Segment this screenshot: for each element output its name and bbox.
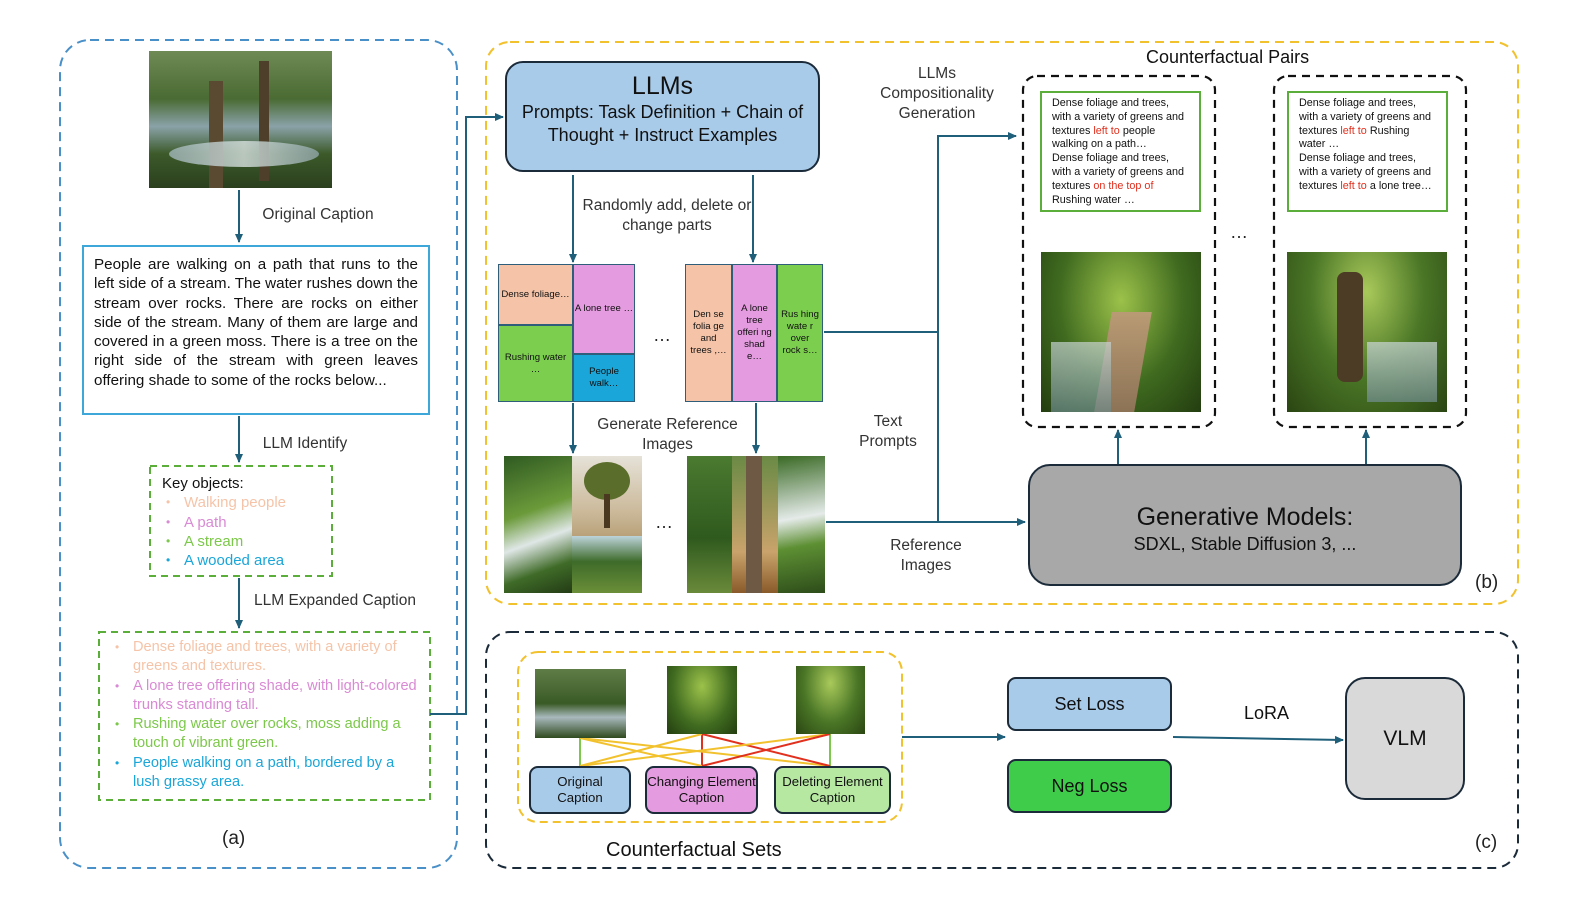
ref-image-rapids: [778, 456, 825, 593]
pair1-caption-box: Dense foliage and trees, with a variety …: [1040, 91, 1201, 212]
reference-images-label: Reference Images: [890, 537, 962, 574]
deleting-caption-chip: Deleting Element Caption: [774, 766, 891, 814]
expanded-item: Rushing water over rocks, moss adding a …: [111, 715, 421, 754]
pair2-red-a: left to: [1340, 124, 1367, 137]
original-photo: [149, 51, 332, 188]
key-objects-frame: [149, 465, 333, 577]
neg-loss-label: Neg Loss: [1051, 775, 1128, 796]
panel-b-frame: [485, 41, 1519, 605]
key-objects-box: Key objects: Walking people A path A str…: [162, 474, 327, 571]
llms-box: LLMs Prompts: Task Definition + Chain of…: [505, 61, 820, 172]
panel-a-frame: [59, 39, 458, 869]
pair2-red-b: left to: [1340, 179, 1367, 192]
pair1-image: [1041, 252, 1201, 412]
grid2-col2: A lone tree offeri ng shad e…: [732, 264, 777, 402]
grid-ellipsis: …: [653, 325, 671, 345]
sets-frame: [517, 651, 903, 823]
generative-subtitle: SDXL, Stable Diffusion 3, ...: [1133, 534, 1357, 554]
vlm-box: VLM: [1345, 677, 1465, 800]
expanded-caption-frame: [98, 631, 431, 801]
key-object-item: A wooded area: [162, 551, 327, 571]
key-object-item: A path: [162, 513, 327, 533]
ref-image-tree: [572, 456, 642, 536]
pair2-text-b2: a lone tree…: [1366, 179, 1432, 192]
images-ellipsis: …: [655, 512, 673, 532]
expanded-item: A lone tree offering shade, with light-c…: [111, 677, 421, 716]
pair1-text-a: Dense foliage and trees, with a variety …: [1052, 97, 1185, 137]
pair1-red-b: on the top of: [1093, 179, 1154, 192]
ref-image-stream: [504, 456, 572, 593]
lora-label: LoRA: [1244, 703, 1290, 723]
original-caption-box: People are walking on a path that runs t…: [82, 245, 430, 415]
original-caption-chip-label: Original Caption: [557, 774, 603, 805]
grid1-tree: A lone tree …: [573, 264, 635, 354]
expanded-caption-box: Dense foliage and trees, with a variety …: [111, 638, 421, 792]
neg-loss-box: Neg Loss: [1007, 759, 1172, 813]
set-loss-box: Set Loss: [1007, 677, 1172, 731]
grid2-col3: Rus hing wate r over rock s…: [777, 264, 823, 402]
original-caption-label: Original Caption: [262, 206, 374, 223]
panel-a-label: (a): [222, 828, 246, 849]
pair2-caption-box: Dense foliage and trees, with a variety …: [1287, 91, 1448, 212]
panel-b-label: (b): [1475, 572, 1499, 593]
pair1-text-b2: Rushing water …: [1052, 193, 1135, 206]
ref-image-trunk: [732, 456, 778, 593]
panel-c-label: (c): [1475, 832, 1498, 853]
original-caption-text: People are walking on a path that runs t…: [94, 256, 418, 389]
grid2-col1: Den se folia ge and trees ,…: [685, 264, 732, 402]
pair2-text-b: Dense foliage and trees, with a variety …: [1299, 152, 1432, 192]
grid1-dense: Dense foliage…: [498, 264, 573, 325]
pair2-text-a: Dense foliage and trees, with a variety …: [1299, 97, 1432, 137]
vlm-label: VLM: [1383, 726, 1427, 750]
set-image-changed: [667, 666, 737, 734]
key-objects-title: Key objects:: [162, 475, 244, 492]
pairs-ellipsis: …: [1230, 222, 1248, 242]
llm-identify-label: LLM Identify: [262, 435, 348, 452]
expanded-caption-label: LLM Expanded Caption: [253, 592, 416, 609]
randomly-label: Randomly add, delete or change parts: [582, 197, 752, 234]
expanded-item: Dense foliage and trees, with a variety …: [111, 638, 421, 677]
changing-caption-chip: Changing Element Caption: [645, 766, 758, 814]
llm-comp-label: LLMs Compositionality Generation: [880, 65, 994, 122]
set-image-deleted: [796, 666, 865, 734]
key-object-item: Walking people: [162, 493, 327, 513]
pair1-red-a: left to: [1093, 124, 1120, 137]
set-loss-label: Set Loss: [1054, 693, 1125, 714]
key-object-item: A stream: [162, 532, 327, 552]
generative-models-box: Generative Models: SDXL, Stable Diffusio…: [1028, 464, 1462, 586]
llms-title: LLMs: [631, 72, 694, 100]
generative-title: Generative Models:: [1136, 503, 1354, 531]
counterfactual-sets-title: Counterfactual Sets: [606, 839, 782, 861]
pair2-image: [1287, 252, 1447, 412]
set-image-original: [535, 669, 626, 738]
ref-image-forest: [687, 456, 732, 593]
counterfactual-pairs-title: Counterfactual Pairs: [1146, 47, 1310, 67]
expanded-item: People walking on a path, bordered by a …: [111, 754, 421, 793]
llms-subtitle: Prompts: Task Definition + Chain of Thou…: [521, 102, 804, 145]
changing-caption-chip-label: Changing Element Caption: [647, 774, 756, 805]
grid1-rushing: Rushing water …: [498, 325, 573, 402]
original-caption-chip: Original Caption: [529, 766, 631, 814]
generate-ref-label: Generate Reference Images: [597, 416, 738, 453]
ref-image-people: [572, 536, 642, 593]
pair1-text-a2: people walking on a path…: [1052, 124, 1156, 151]
grid1-people: People walk…: [573, 354, 635, 402]
pair2-text-a2: Rushing water …: [1299, 124, 1410, 151]
text-prompts-label: Text Prompts: [859, 413, 917, 450]
panel-c-frame: [485, 631, 1519, 869]
pair1-text-b: Dense foliage and trees, with a variety …: [1052, 152, 1185, 192]
deleting-caption-chip-label: Deleting Element Caption: [782, 774, 883, 805]
